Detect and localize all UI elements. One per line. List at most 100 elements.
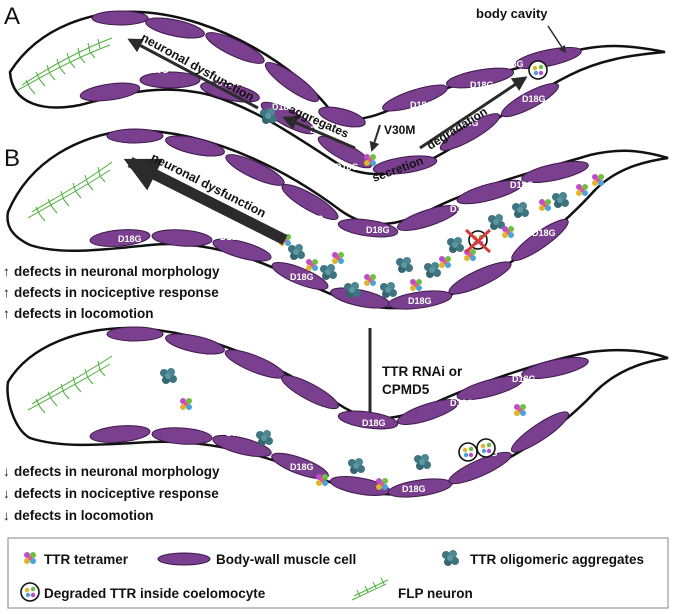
label-body-cavity: body cavity bbox=[476, 6, 548, 21]
muscle-label: D18G bbox=[182, 160, 206, 170]
coelomocyte-icon bbox=[20, 582, 40, 602]
muscle-cell bbox=[337, 218, 399, 238]
muscle-cell bbox=[396, 205, 460, 231]
arrow-body-cavity bbox=[547, 25, 566, 54]
muscle-label: D18G bbox=[466, 422, 490, 432]
aggregate-icon bbox=[344, 282, 361, 298]
up-arrow-icon: ↑ bbox=[3, 264, 10, 279]
worm-b-lower-muscles bbox=[89, 218, 569, 310]
aggregate-icon bbox=[424, 262, 441, 278]
worm-a-lower-muscles bbox=[79, 71, 560, 175]
muscle-cell bbox=[79, 82, 141, 102]
muscle-label: D18G bbox=[246, 182, 270, 192]
muscle-label: D18G bbox=[300, 214, 324, 224]
effect-down-1: defects in neuronal morphology bbox=[14, 464, 220, 479]
muscle-cell bbox=[106, 326, 164, 342]
muscle-cell bbox=[439, 113, 501, 151]
muscle-cell bbox=[106, 128, 164, 144]
down-arrow-icon: ↓ bbox=[3, 508, 10, 523]
muscle-cell bbox=[382, 84, 448, 112]
arrow-aggregates-a bbox=[282, 115, 356, 150]
muscle-cell bbox=[500, 82, 560, 118]
muscle-label: D18G bbox=[118, 234, 142, 244]
worm-b-upper-muscles bbox=[106, 128, 589, 238]
worm-b: D18G D18G D18G D18G D18G D18G D18G D18G … bbox=[4, 128, 669, 310]
aggregate-icon bbox=[288, 244, 305, 260]
muscle-cell bbox=[212, 434, 272, 458]
muscle-cell bbox=[318, 106, 366, 128]
aggregate-icon bbox=[414, 454, 431, 470]
aggregate-icon bbox=[447, 237, 464, 253]
flp-neuron-icon bbox=[27, 161, 113, 222]
coelomocyte-icon bbox=[528, 60, 548, 80]
legend: TTR tetramer Body-wall muscle cell TTR o… bbox=[7, 537, 669, 609]
aggregate-icon bbox=[552, 192, 569, 208]
muscle-label: D18G bbox=[450, 398, 474, 408]
effect-down-2: defects in nociceptive response bbox=[14, 486, 219, 501]
arrow-neuronal-dysfunction-a bbox=[127, 38, 259, 110]
muscle-label: D18G bbox=[246, 376, 270, 386]
muscle-label: D18G bbox=[290, 462, 314, 472]
up-arrow-icon: ↑ bbox=[3, 285, 10, 300]
coelomocyte-icon bbox=[476, 438, 496, 458]
muscle-label: D18G bbox=[290, 272, 314, 282]
coelomocyte-icon bbox=[458, 442, 478, 462]
muscle-cell bbox=[151, 427, 213, 445]
muscle-cell bbox=[510, 411, 570, 453]
muscle-cell bbox=[91, 10, 149, 26]
down-arrow-icon: ↓ bbox=[3, 464, 10, 479]
aggregate-icon bbox=[442, 550, 459, 566]
muscle-cell bbox=[456, 375, 524, 401]
treatment-line-1: TTR RNAi or bbox=[382, 364, 463, 379]
muscle-label: D18G bbox=[455, 118, 479, 128]
muscle-label: D18G bbox=[362, 418, 386, 428]
muscle-label: D18G bbox=[216, 78, 240, 88]
muscle-cell bbox=[280, 374, 340, 410]
blocked-coelomocyte-icon bbox=[464, 228, 492, 254]
effects-up-list: ↑ defects in neuronal morphology ↑ defec… bbox=[3, 264, 220, 321]
muscle-cell bbox=[271, 452, 329, 480]
muscle-cell bbox=[396, 399, 460, 425]
muscle-cell bbox=[205, 32, 265, 64]
muscle-cell bbox=[372, 155, 438, 175]
muscle-cell bbox=[281, 184, 339, 220]
worm-a-upper-muscles bbox=[91, 10, 582, 128]
aggregate-icon bbox=[260, 108, 277, 124]
muscle-cell bbox=[212, 238, 272, 262]
muscle-label: D18G bbox=[410, 100, 434, 110]
panel-letter-a: A bbox=[4, 3, 20, 30]
muscle-cell bbox=[89, 425, 151, 443]
muscle-label: D18G bbox=[226, 428, 250, 438]
muscle-label: D18G bbox=[512, 374, 536, 384]
aggregate-icon bbox=[396, 257, 413, 273]
muscle-cell bbox=[448, 451, 512, 485]
muscle-label: D18G bbox=[402, 484, 426, 494]
worm-a: D18G D18G D18G D18G D18G D18G D18G D18G … bbox=[4, 3, 666, 185]
muscle-cell bbox=[521, 356, 589, 380]
muscle-cell bbox=[151, 229, 213, 247]
muscle-cell bbox=[264, 62, 320, 102]
muscle-label: D18G bbox=[500, 59, 524, 69]
up-arrow-icon: ↑ bbox=[3, 306, 10, 321]
muscle-cell-icon bbox=[157, 552, 211, 566]
muscle-cell bbox=[271, 262, 329, 290]
worm-a-body bbox=[8, 10, 666, 176]
treatment-line-2: CPMD5 bbox=[382, 382, 430, 397]
muscle-cell bbox=[521, 160, 589, 184]
muscle-label: D18G bbox=[532, 228, 556, 238]
aggregate-icon bbox=[320, 264, 337, 280]
muscle-label: D18G bbox=[366, 225, 390, 235]
muscle-cell bbox=[445, 67, 515, 89]
muscle-label: D18G bbox=[220, 232, 244, 242]
muscle-cell bbox=[511, 218, 569, 262]
label-v30m: V30M bbox=[384, 123, 415, 137]
muscle-label: D18G bbox=[272, 102, 296, 112]
muscle-cell bbox=[337, 410, 399, 430]
legend-flp: FLP neuron bbox=[398, 586, 473, 601]
arrow-degradation-a bbox=[419, 76, 528, 150]
muscle-label: D18G bbox=[470, 80, 494, 90]
arrow-secretion-a bbox=[369, 124, 381, 152]
muscle-label: D18G bbox=[510, 180, 534, 190]
worm-b-treated: D18G D18G D18G D18G D18G D18G D18G D18G … bbox=[6, 326, 669, 498]
muscle-cell bbox=[456, 179, 524, 205]
